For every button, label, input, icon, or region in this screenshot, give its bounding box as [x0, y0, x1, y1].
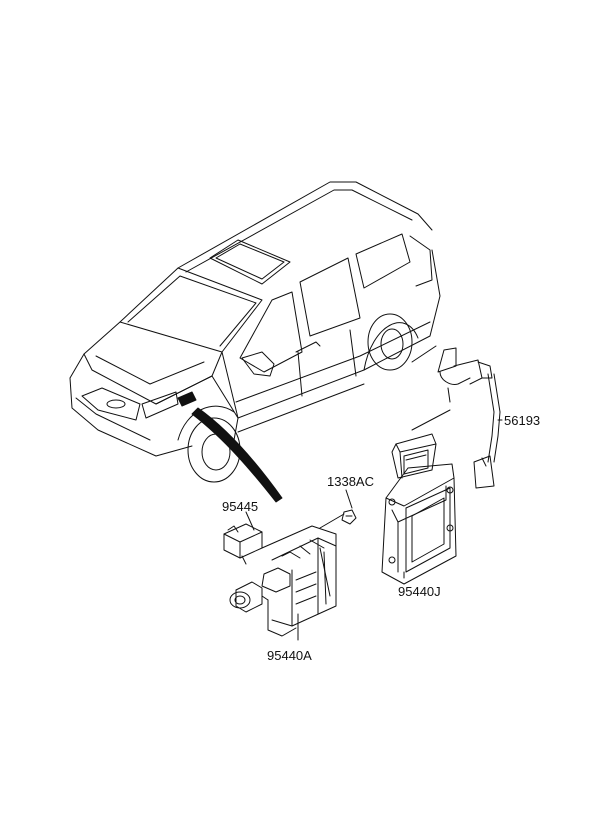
leader-nut-to-module [319, 513, 345, 529]
harness-56193 [437, 347, 501, 489]
leader-95445 [245, 511, 255, 531]
minivan-illustration [69, 181, 441, 483]
label-95440A: 95440A [267, 648, 312, 663]
module-95440J [381, 409, 457, 585]
label-95440J: 95440J [398, 584, 441, 599]
leader-1338AC [345, 489, 353, 509]
label-1338AC: 1338AC [327, 474, 374, 489]
label-56193: 56193 [504, 413, 541, 428]
location-pointer-arrow [191, 407, 283, 503]
module-95440A [229, 525, 337, 641]
nut-1338AC [341, 509, 357, 525]
part-95445 [223, 523, 263, 565]
label-95445: 95445 [222, 499, 259, 514]
